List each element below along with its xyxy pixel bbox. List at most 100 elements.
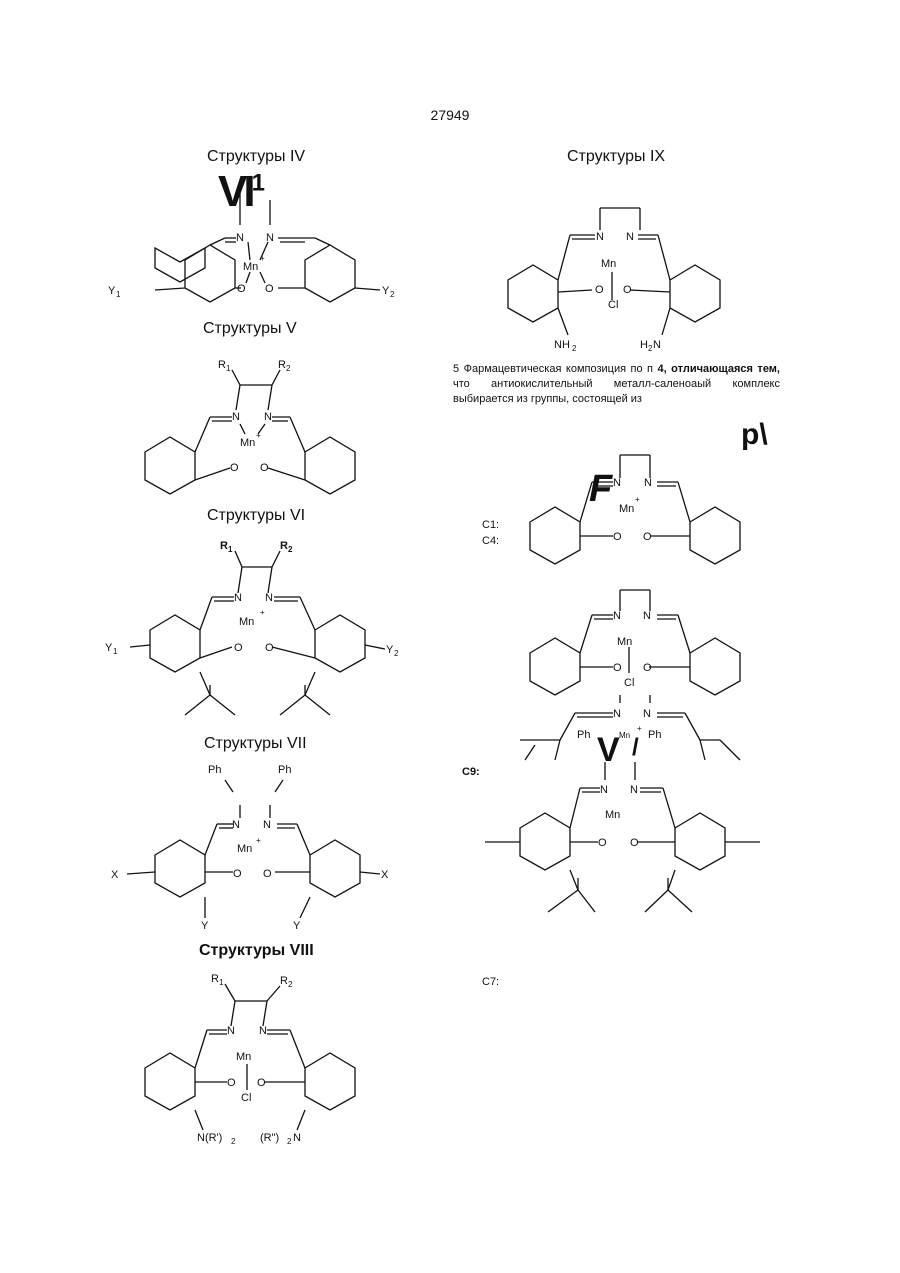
atom-ph: Ph <box>648 729 661 741</box>
atom-subscript: 1 <box>228 545 233 554</box>
atom-nr: N(R') <box>197 1132 222 1144</box>
heading-structures-viii: Структуры VIII <box>199 942 314 960</box>
compound-cl-diagram: N N Mn O O Cl <box>525 585 750 695</box>
atom-y: Y <box>201 920 209 932</box>
charge-plus: + <box>635 495 640 504</box>
atom-n: N <box>643 708 651 720</box>
atom-y1: Y <box>108 285 116 297</box>
charge-plus: + <box>260 254 265 263</box>
structure-viii-diagram: R1 R2 N N Mn O O Cl N(R')2 (R")2N <box>135 968 375 1153</box>
atom-y: Y <box>293 920 301 932</box>
page-number: 27949 <box>0 107 900 123</box>
heading-structures-vi: Структуры VI <box>207 507 305 525</box>
atom-subscript: 1 <box>116 290 121 299</box>
atom-cl: Cl <box>624 677 634 689</box>
atom-h2n: H <box>640 339 648 351</box>
atom-mn: Mn <box>236 1051 251 1063</box>
atom-mn: Mn <box>240 437 255 449</box>
atom-subscript: 2 <box>394 649 399 658</box>
atom-o: O <box>265 283 274 295</box>
compound-ph-diagram: N N Mn + Ph Ph <box>515 695 745 760</box>
atom-o: O <box>613 531 622 543</box>
atom-n: N <box>234 592 242 604</box>
structure-v-diagram: R1 R2 N N Mn + O O <box>140 352 370 502</box>
atom-cl: Cl <box>608 299 618 311</box>
compound-c9-diagram: N N Mn O O <box>480 760 770 915</box>
atom-n: N <box>259 1025 267 1037</box>
atom-mn: Mn <box>619 731 630 740</box>
atom-n: N <box>630 784 638 796</box>
atom-mn: Mn <box>601 258 616 270</box>
compound-c1-diagram: N N Mn + O O <box>525 450 750 575</box>
compound-label-c7: C7: <box>482 976 499 988</box>
compound-label-c4: C4: <box>482 535 499 547</box>
atom-n: N <box>263 819 271 831</box>
atom-subscript: 1 <box>226 364 231 373</box>
atom-o: O <box>613 662 622 674</box>
atom-subscript: 2 <box>231 1137 236 1146</box>
atom-o: O <box>623 284 632 296</box>
compound-label-c9: C9: <box>462 766 480 778</box>
heading-structures-v: Структуры V <box>203 320 297 338</box>
atom-o: O <box>643 531 652 543</box>
atom-n: N <box>264 411 272 423</box>
scan-mark-p: p\ <box>741 420 768 450</box>
claim-paragraph: 5 Фармацевтическая композиция по п 4, от… <box>453 362 780 407</box>
atom-subscript: 2 <box>288 545 293 554</box>
atom-r2: R <box>280 975 288 987</box>
atom-o: O <box>237 283 246 295</box>
heading-structures-vii: Структуры VII <box>204 735 307 753</box>
atom-n: N <box>644 477 652 489</box>
atom-x: X <box>111 869 119 881</box>
atom-n: N <box>600 784 608 796</box>
atom-r2: R <box>280 540 288 552</box>
atom-o: O <box>630 837 639 849</box>
atom-n: N <box>613 477 621 489</box>
structure-vii-diagram: Ph Ph N N Mn + O O X X Y Y <box>105 760 405 935</box>
atom-r1: R <box>218 359 226 371</box>
atom-mn: Mn <box>243 261 258 273</box>
atom-ph: Ph <box>208 764 221 776</box>
atom-y1: Y <box>105 642 113 654</box>
atom-nh2: NH <box>554 339 570 351</box>
atom-r1: R <box>220 540 228 552</box>
atom-n: N <box>232 411 240 423</box>
atom-mn: Mn <box>237 843 252 855</box>
atom-subscript: 2 <box>390 290 395 299</box>
atom-o: O <box>260 462 269 474</box>
atom-n: N <box>227 1025 235 1037</box>
atom-o: O <box>263 868 272 880</box>
atom-n: N <box>236 232 244 244</box>
atom-n: N <box>265 592 273 604</box>
atom-o: O <box>227 1077 236 1089</box>
atom-mn: Mn <box>239 616 254 628</box>
atom-o: O <box>257 1077 266 1089</box>
atom-ph: Ph <box>577 729 590 741</box>
atom-n: N <box>266 232 274 244</box>
atom-n: N <box>613 708 621 720</box>
atom-n: N <box>596 231 604 243</box>
atom-subscript: 2 <box>572 344 577 353</box>
atom-mn: Mn <box>619 503 634 515</box>
atom-rn: (R") <box>260 1132 279 1144</box>
atom-o: O <box>595 284 604 296</box>
structure-iv-diagram: N N Mn + O O Y1 Y2 <box>100 190 420 320</box>
atom-mn: Mn <box>605 809 620 821</box>
atom-o: O <box>234 642 243 654</box>
atom-subscript: 2 <box>288 980 293 989</box>
charge-plus: + <box>260 608 265 617</box>
atom-subscript: N <box>293 1132 301 1144</box>
atom-cl: Cl <box>241 1092 251 1104</box>
atom-o: O <box>230 462 239 474</box>
atom-n: N <box>232 819 240 831</box>
atom-o: O <box>233 868 242 880</box>
charge-plus: + <box>256 836 261 845</box>
atom-ph: Ph <box>278 764 291 776</box>
heading-structures-ix: Структуры IX <box>567 148 665 166</box>
atom-o: O <box>265 642 274 654</box>
atom-subscript: 1 <box>219 978 224 987</box>
atom-y2: Y <box>382 285 390 297</box>
atom-y2: Y <box>386 644 394 656</box>
atom-r1: R <box>211 973 219 985</box>
atom-n: N <box>613 610 621 622</box>
